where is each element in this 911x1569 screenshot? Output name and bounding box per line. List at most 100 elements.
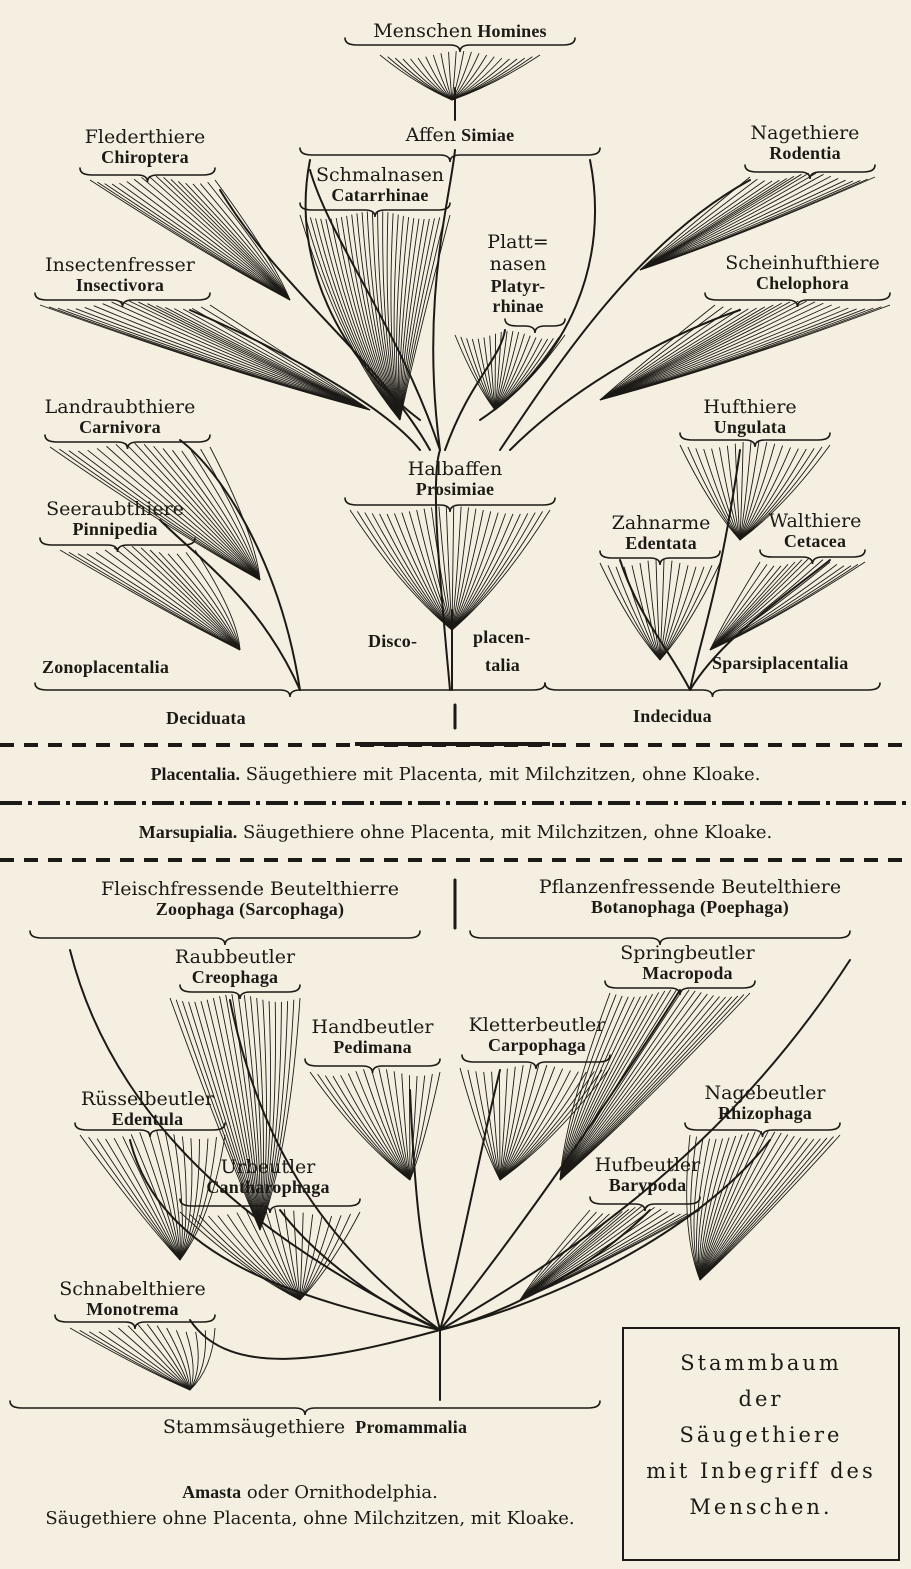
label-creophaga-la: Creophaga bbox=[165, 968, 305, 987]
brace-platyrrhinae bbox=[505, 319, 565, 333]
label-chelophora-de: Scheinhufthiere bbox=[715, 254, 890, 274]
label-promammalia-la: Promammalia bbox=[355, 1417, 467, 1437]
label-deciduata: Deciduata bbox=[166, 709, 246, 728]
marsupialia-text: Säugethiere ohne Placenta, mit Milchzitz… bbox=[243, 822, 772, 843]
label-chelophora-la: Chelophora bbox=[715, 274, 890, 293]
label-pedimana: Handbeutler Pedimana bbox=[300, 1018, 445, 1057]
label-indecidua: Indecidua bbox=[633, 707, 712, 726]
label-pinnipedia-de: Seeraubthiere bbox=[35, 500, 195, 520]
label-botanophaga-la: Botanophaga (Poephaga) bbox=[500, 898, 880, 917]
label-cetacea: Walthiere Cetacea bbox=[755, 512, 875, 551]
label-carpophaga-de: Kletterbeutler bbox=[462, 1016, 612, 1036]
label-platyrrhinae-de1: Platt= bbox=[468, 232, 568, 254]
label-talia: talia bbox=[485, 656, 520, 675]
label-rhizophaga: Nagebeutler Rhizophaga bbox=[690, 1084, 840, 1123]
label-chiroptera: Flederthiere Chiroptera bbox=[70, 128, 220, 167]
label-carnivora: Landraubthiere Carnivora bbox=[40, 398, 200, 437]
fan-platyrrhinae bbox=[455, 331, 565, 410]
label-carpophaga-la: Carpophaga bbox=[462, 1036, 612, 1055]
label-cantharophaga: Urbeutler Cantharophaga bbox=[183, 1158, 353, 1197]
label-catarrhinae-de: Schmalnasen bbox=[300, 166, 460, 186]
brace-zoophaga bbox=[30, 931, 420, 945]
amasta-description: Säugethiere ohne Placenta, ohne Milchzit… bbox=[0, 1508, 620, 1529]
brace-rhizophaga bbox=[685, 1123, 840, 1137]
title-box: Stammbaum der Säugethiere mit Inbegriff … bbox=[622, 1327, 900, 1561]
label-insectivora-la: Insectivora bbox=[40, 276, 200, 295]
label-prosimiae-de: Halbaffen bbox=[370, 460, 540, 480]
label-barypoda: Hufbeutler Barypoda bbox=[585, 1156, 710, 1195]
label-chiroptera-de: Flederthiere bbox=[70, 128, 220, 148]
brace-chelophora bbox=[705, 293, 890, 307]
label-platyrrhinae: Platt= nasen Platyr- rhinae bbox=[468, 232, 568, 317]
label-pinnipedia-la: Pinnipedia bbox=[35, 520, 195, 539]
label-zoophaga-la: Zoophaga (Sarcophaga) bbox=[50, 900, 450, 919]
label-carpophaga: Kletterbeutler Carpophaga bbox=[462, 1016, 612, 1055]
fan-homines bbox=[380, 51, 540, 100]
label-promammalia-de: Stammsäugethiere bbox=[163, 1416, 345, 1438]
title-line-5: Menschen. bbox=[624, 1495, 898, 1519]
label-rhizophaga-la: Rhizophaga bbox=[690, 1104, 840, 1123]
label-platyrrhinae-la1: Platyr- bbox=[468, 276, 568, 297]
brace-cantharophaga bbox=[180, 1199, 360, 1213]
brace-creophaga bbox=[180, 985, 300, 999]
label-monotrema-de: Schnabelthiere bbox=[50, 1280, 215, 1300]
label-catarrhinae-la: Catarrhinae bbox=[300, 186, 460, 205]
label-simiae-la: Simiae bbox=[461, 125, 514, 145]
brace-prosimiae bbox=[345, 498, 555, 512]
label-carnivora-de: Landraubthiere bbox=[40, 398, 200, 418]
placentalia-row: Placentalia. Säugethiere mit Placenta, m… bbox=[0, 764, 911, 785]
label-edentula-de: Rüsselbeutler bbox=[70, 1090, 225, 1110]
label-rodentia: Nagethiere Rodentia bbox=[735, 124, 875, 163]
label-edentata-de: Zahnarme bbox=[596, 514, 726, 534]
label-creophaga: Raubbeutler Creophaga bbox=[165, 948, 305, 987]
label-disco: Disco- bbox=[368, 632, 417, 651]
branch-monotrema bbox=[190, 1320, 440, 1359]
label-homines-la: Homines bbox=[477, 21, 546, 41]
label-platyrrhinae-de2: nasen bbox=[468, 254, 568, 276]
label-cantharophaga-la: Cantharophaga bbox=[183, 1178, 353, 1197]
brace-promammalia bbox=[10, 1401, 600, 1415]
fan-cetacea bbox=[710, 558, 865, 650]
brace-insectivora bbox=[35, 293, 210, 307]
label-prosimiae: Halbaffen Prosimiae bbox=[370, 460, 540, 499]
label-barypoda-de: Hufbeutler bbox=[585, 1156, 710, 1176]
fan-prosimiae bbox=[350, 506, 550, 630]
label-zoophaga: Fleischfressende Beutelthierre Zoophaga … bbox=[50, 880, 450, 919]
label-botanophaga: Pflanzenfressende Beutelthiere Botanopha… bbox=[500, 878, 880, 917]
placentalia-name: Placentalia. bbox=[151, 764, 240, 784]
label-rodentia-de: Nagethiere bbox=[735, 124, 875, 144]
label-edentata-la: Edentata bbox=[596, 534, 726, 553]
label-rhizophaga-de: Nagebeutler bbox=[690, 1084, 840, 1104]
amasta-name: Amasta bbox=[182, 1482, 241, 1502]
label-cantharophaga-de: Urbeutler bbox=[183, 1158, 353, 1178]
label-simiae: Affen Simiae bbox=[365, 126, 555, 146]
label-pedimana-de: Handbeutler bbox=[300, 1018, 445, 1038]
label-edentula: Rüsselbeutler Edentula bbox=[70, 1090, 225, 1129]
fan-pinnipedia bbox=[60, 546, 240, 650]
label-insectivora: Insectenfresser Insectivora bbox=[40, 256, 200, 295]
label-rodentia-la: Rodentia bbox=[735, 144, 875, 163]
label-homines-de: Menschen bbox=[373, 20, 472, 42]
label-macropoda-la: Macropoda bbox=[615, 964, 760, 983]
label-platyrrhinae-la2: rhinae bbox=[468, 296, 568, 317]
amasta-alt: Ornithodelphia. bbox=[294, 1482, 438, 1503]
brace-carnivora bbox=[45, 435, 210, 449]
title-line-2: der bbox=[624, 1387, 898, 1411]
label-monotrema: Schnabelthiere Monotrema bbox=[50, 1280, 215, 1319]
label-ungulata-la: Ungulata bbox=[680, 418, 820, 437]
label-creophaga-de: Raubbeutler bbox=[165, 948, 305, 968]
label-chiroptera-la: Chiroptera bbox=[70, 148, 220, 167]
fan-rhizophaga bbox=[687, 1131, 840, 1280]
fan-monotrema bbox=[70, 1324, 215, 1390]
label-pedimana-la: Pedimana bbox=[300, 1038, 445, 1057]
marsupialia-name: Marsupialia. bbox=[139, 822, 238, 842]
label-edentata: Zahnarme Edentata bbox=[596, 514, 726, 553]
fan-edentata bbox=[600, 559, 720, 660]
label-zoophaga-de: Fleischfressende Beutelthierre bbox=[50, 880, 450, 900]
label-edentula-la: Edentula bbox=[70, 1110, 225, 1129]
title-line-1: Stammbaum bbox=[624, 1351, 898, 1375]
label-cetacea-de: Walthiere bbox=[755, 512, 875, 532]
label-chelophora: Scheinhufthiere Chelophora bbox=[715, 254, 890, 293]
label-monotrema-la: Monotrema bbox=[50, 1300, 215, 1319]
label-carnivora-la: Carnivora bbox=[40, 418, 200, 437]
